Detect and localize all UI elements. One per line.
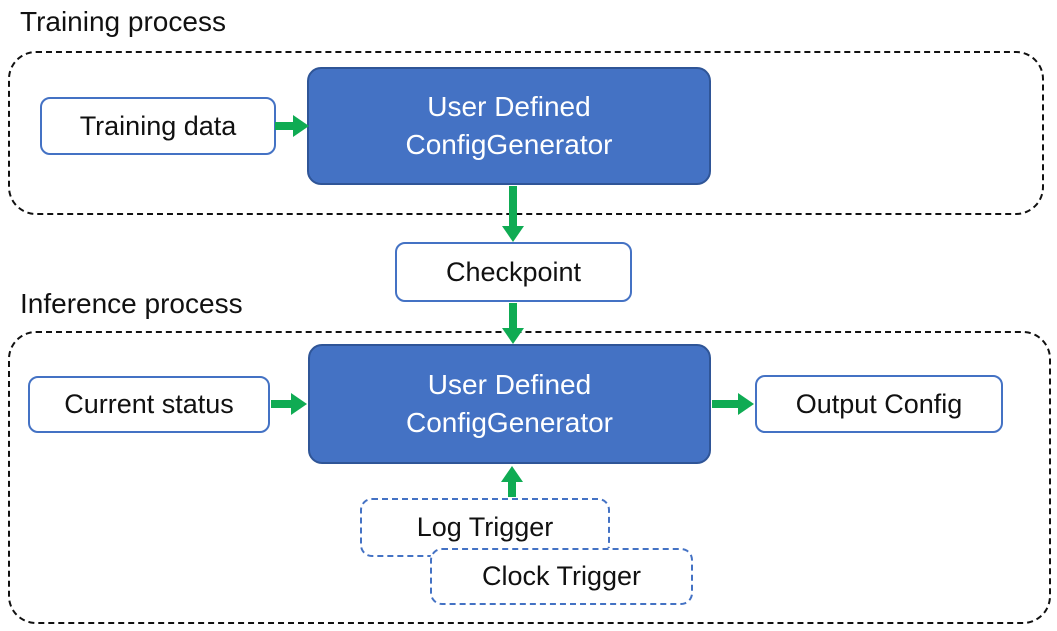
current-status-node: Current status [28, 376, 270, 433]
output-config-label: Output Config [795, 388, 963, 419]
training-config-generator-line1: User Defined [427, 91, 591, 122]
inference-process-label: Inference process [20, 288, 243, 319]
training-config-generator-line2: ConfigGenerator [405, 129, 613, 160]
training-config-generator-node: User Defined ConfigGenerator [307, 67, 711, 185]
inference-config-generator-line1: User Defined [427, 369, 592, 400]
training-process-label: Training process [20, 6, 226, 37]
training-data-node: Training data [40, 97, 276, 155]
inference-config-generator-node: User Defined ConfigGenerator [308, 344, 711, 464]
log-trigger-label: Log Trigger [416, 512, 554, 542]
log-trigger-node: Log Trigger [360, 498, 610, 557]
output-config-node: Output Config [755, 375, 1003, 433]
current-status-label: Current status [64, 389, 234, 419]
training-process-container [8, 51, 1044, 215]
clock-trigger-label: Clock Trigger [481, 561, 642, 591]
checkpoint-label: Checkpoint [445, 256, 582, 287]
inference-config-generator-line2: ConfigGenerator [405, 407, 613, 438]
inference-process-container [8, 331, 1051, 624]
clock-trigger-node: Clock Trigger [430, 548, 693, 605]
training-data-label: Training data [79, 110, 237, 141]
checkpoint-node: Checkpoint [395, 242, 632, 302]
